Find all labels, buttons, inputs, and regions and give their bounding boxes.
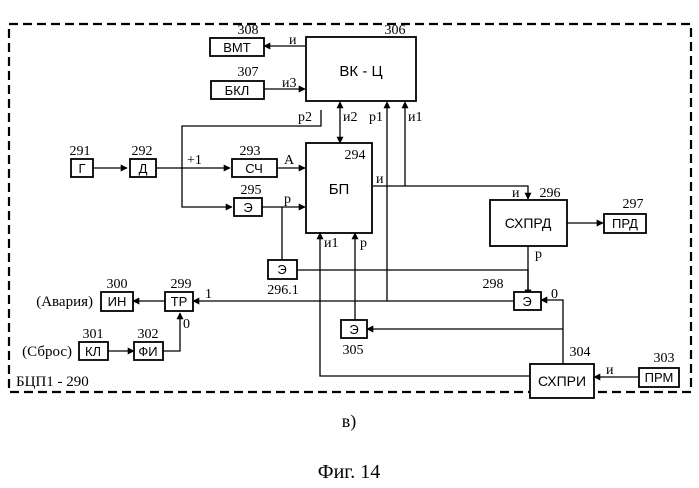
block-291-num: 291	[70, 144, 91, 159]
wire-304-298	[541, 300, 563, 364]
block-299: ТР 299	[165, 277, 193, 311]
block-301-num: 301	[83, 327, 104, 342]
block-304-num: 304	[570, 345, 591, 360]
block-297-name: ПРД	[612, 216, 638, 231]
caption-title: Фиг. 14	[318, 461, 380, 483]
wire-302-299	[163, 313, 180, 351]
block-292-num: 292	[132, 144, 153, 159]
block-296-name: СХПРД	[505, 215, 552, 231]
reset-label: (Сброс)	[22, 344, 72, 360]
block-292: Д 292	[130, 144, 156, 177]
sig-a: А	[284, 153, 295, 168]
block-304-name: СХПРИ	[538, 373, 586, 389]
block-300-num: 300	[107, 277, 128, 292]
wire-294-296	[373, 186, 528, 199]
block-294-name: БП	[329, 181, 350, 198]
block-303-name: ПРМ	[645, 370, 674, 385]
block-296-1-name: Э	[277, 262, 286, 277]
sig-plus1: +1	[187, 153, 202, 168]
block-305-num: 305	[343, 343, 364, 358]
alarm-label: (Авария)	[36, 294, 93, 310]
block-306: ВК - Ц 306	[306, 23, 416, 101]
block-296-1-num: 296.1	[267, 283, 299, 298]
block-296-1: Э 296.1	[267, 260, 299, 298]
block-305: Э 305	[341, 320, 367, 358]
block-306-num: 306	[385, 23, 406, 38]
block-293-name: СЧ	[245, 161, 263, 176]
block-298: Э 298	[483, 277, 542, 310]
block-307: БКЛ 307	[211, 65, 264, 99]
block-301-name: КЛ	[85, 344, 101, 359]
sig-p-shprd: р	[535, 247, 542, 262]
block-294-num: 294	[345, 148, 366, 163]
block-308: ВМТ 308	[210, 23, 264, 56]
block-293-num: 293	[240, 144, 261, 159]
block-297: ПРД 297	[604, 197, 646, 233]
block-304: СХПРИ 304	[530, 345, 594, 398]
block-298-name: Э	[522, 294, 531, 309]
block-293: СЧ 293	[232, 144, 277, 177]
block-303-num: 303	[654, 351, 675, 366]
sig-i1-top: и1	[408, 110, 423, 125]
block-302-num: 302	[138, 327, 159, 342]
block-296-num: 296	[540, 186, 561, 201]
block-305-name: Э	[349, 322, 358, 337]
block-297-num: 297	[623, 197, 644, 212]
block-300: ИН 300	[101, 277, 133, 311]
block-295-name: Э	[243, 200, 252, 215]
sig-i1-bp: и1	[324, 236, 339, 251]
sig-p1: р1	[369, 110, 383, 125]
block-300-name: ИН	[108, 294, 127, 309]
block-308-name: ВМТ	[223, 40, 251, 55]
frame-label: БЦП1 - 290	[16, 374, 89, 390]
sig-i-vmt: и	[289, 33, 297, 48]
sig-i-prm: и	[606, 363, 614, 378]
block-291-name: Г	[78, 161, 85, 176]
sig-i-bp: и	[376, 172, 384, 187]
sig-i-shprd: и	[512, 186, 520, 201]
block-307-num: 307	[238, 65, 259, 80]
block-292-name: Д	[139, 161, 148, 176]
sig-p-bp: р	[360, 236, 367, 251]
block-291: Г 291	[70, 144, 94, 177]
block-298-num: 298	[483, 277, 504, 292]
sig-one: 1	[205, 287, 212, 302]
sig-i3: и3	[282, 76, 297, 91]
block-295: Э 295	[234, 183, 262, 216]
block-308-num: 308	[238, 23, 259, 38]
sig-p-295: р	[284, 192, 291, 207]
caption-sub: в)	[342, 411, 357, 432]
sig-zero-tr: 0	[183, 317, 190, 332]
block-299-num: 299	[171, 277, 192, 292]
block-295-num: 295	[241, 183, 262, 198]
block-302-name: ФИ	[138, 344, 157, 359]
sig-i2: и2	[343, 110, 358, 125]
block-299-name: ТР	[171, 294, 188, 309]
block-301: КЛ 301	[79, 327, 108, 360]
block-294: БП 294	[306, 143, 372, 233]
block-303: ПРМ 303	[639, 351, 679, 387]
block-307-name: БКЛ	[225, 83, 250, 98]
sig-zero-e298: 0	[551, 287, 558, 302]
sig-p2: р2	[298, 110, 312, 125]
block-306-name: ВК - Ц	[339, 63, 382, 80]
block-302: ФИ 302	[134, 327, 163, 360]
